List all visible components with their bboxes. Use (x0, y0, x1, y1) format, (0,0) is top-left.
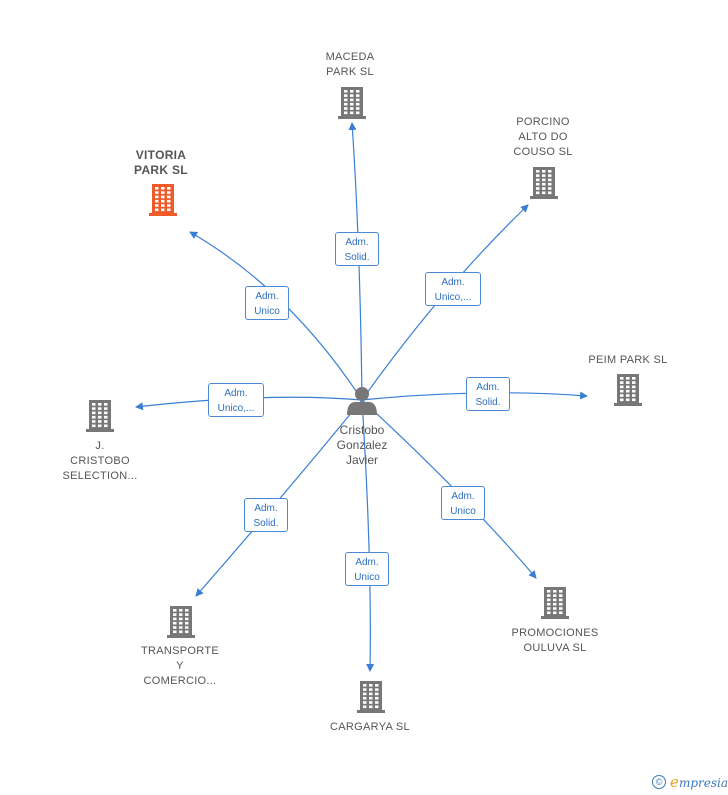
brand-logo[interactable]: empresia (670, 773, 728, 791)
edge-role-label[interactable]: Adm. Unico (441, 486, 485, 520)
building-icon[interactable] (530, 167, 558, 199)
copyright-icon: © (652, 775, 667, 789)
edge-role-label[interactable]: Adm. Solid. (244, 498, 288, 532)
person-icon[interactable] (347, 387, 377, 415)
company-label-maceda[interactable]: MACEDA PARK SL (325, 51, 375, 78)
edge-role-label[interactable]: Adm. Solid. (335, 232, 379, 266)
building-icon[interactable] (541, 587, 569, 619)
building-icon[interactable] (338, 87, 366, 119)
edge-role-label[interactable]: Adm. Unico,... (208, 383, 264, 417)
building-icon[interactable] (167, 606, 195, 638)
company-label-promociones[interactable]: PROMOCIONES OULUVA SL (511, 627, 599, 654)
company-label-cargarya[interactable]: CARGARYA SL (330, 721, 410, 733)
company-label-jcristobo[interactable]: J. CRISTOBO SELECTION... (62, 440, 138, 482)
company-label-peim[interactable]: PEIM PARK SL (588, 354, 668, 366)
center-person-label[interactable]: Cristobo Gonzalez Javier (336, 423, 388, 467)
edge-role-label[interactable]: Adm. Solid. (466, 377, 510, 411)
company-label-porcino[interactable]: PORCINO ALTO DO COUSO SL (513, 116, 573, 158)
edge-role-label[interactable]: Adm. Unico (245, 286, 289, 320)
company-label-vitoria[interactable]: VITORIA PARK SL (134, 148, 188, 177)
building-icon[interactable] (86, 400, 114, 432)
edge-cargarya (361, 399, 375, 672)
icons-layer (86, 87, 642, 713)
building-icon[interactable] (149, 184, 177, 216)
edge-role-label[interactable]: Adm. Unico,... (425, 272, 481, 306)
company-label-transporte[interactable]: TRANSPORTE Y COMERCIO... (141, 645, 219, 687)
building-icon[interactable] (614, 374, 642, 406)
building-icon[interactable] (357, 681, 385, 713)
footer: © empresia (652, 773, 728, 791)
edge-role-label[interactable]: Adm. Unico (345, 552, 389, 586)
